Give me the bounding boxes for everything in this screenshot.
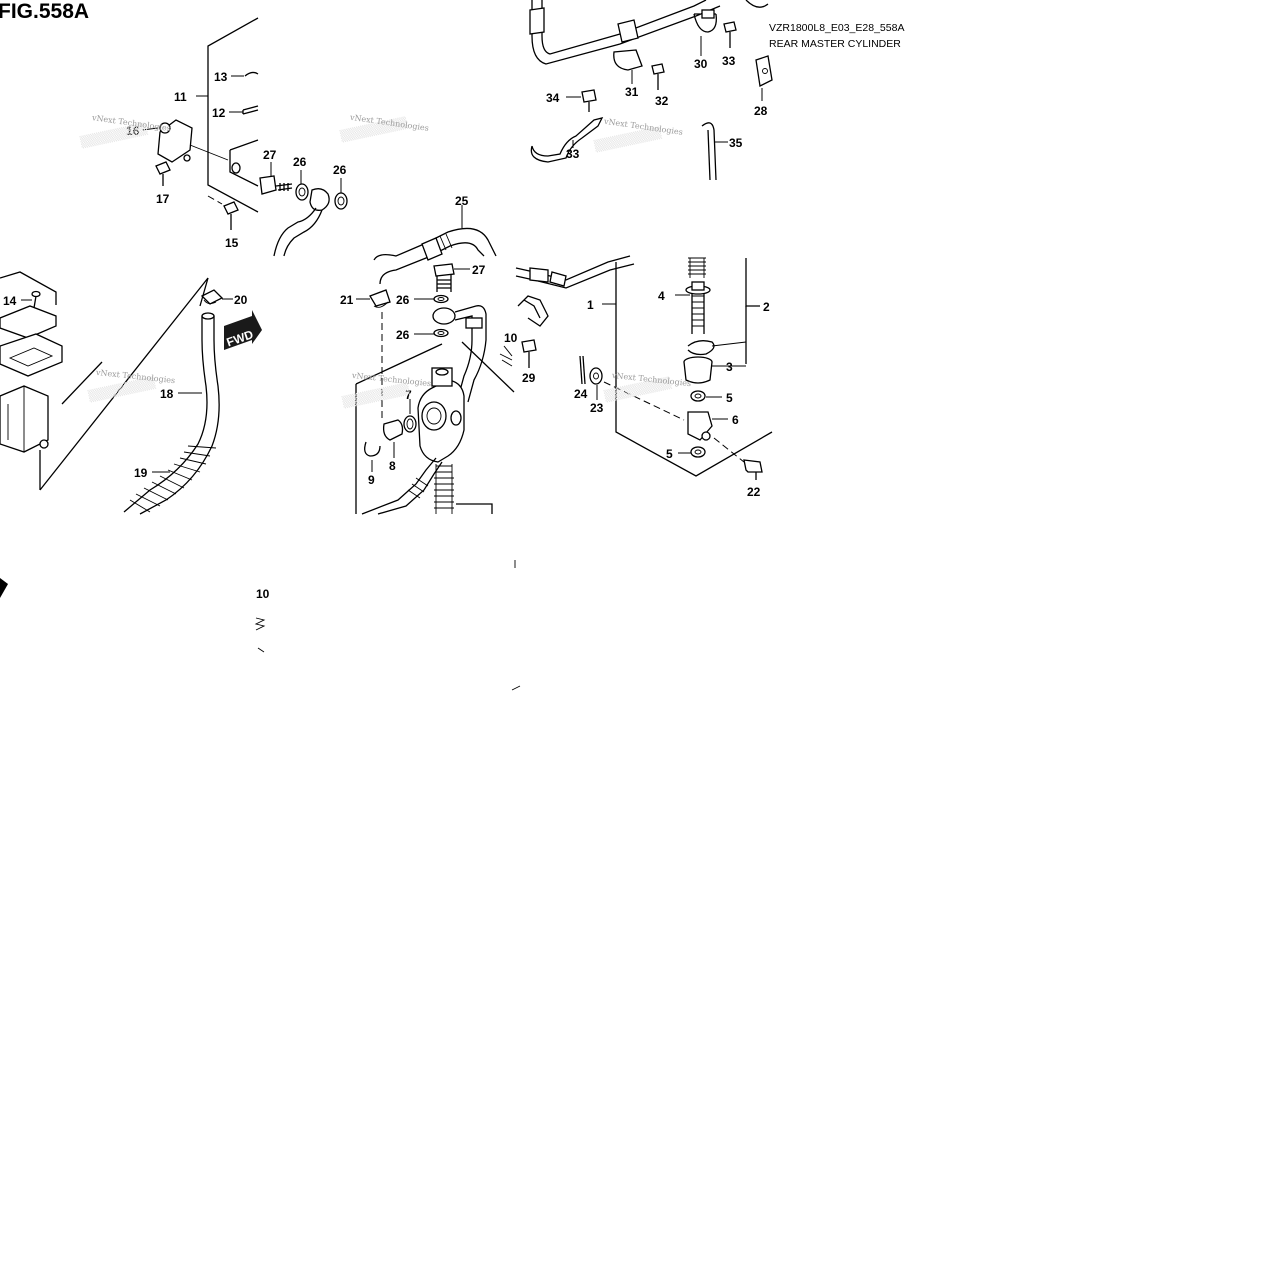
callout-17: 17: [156, 192, 170, 206]
callout-5-bottom: 5: [666, 447, 673, 461]
callout-2: 2: [763, 300, 770, 314]
callout-27-top: 27: [263, 148, 277, 162]
callout-1: 1: [587, 298, 594, 312]
callout-4: 4: [658, 289, 665, 303]
callout-30: 30: [694, 57, 708, 71]
callout-25: 25: [455, 194, 469, 208]
callout-27-center: 27: [472, 263, 486, 277]
svg-text:▒▒▒▒▒▒▒▒: ▒▒▒▒▒▒▒▒: [341, 381, 411, 409]
callout-10-center: 10: [504, 331, 518, 345]
callout-33-bottom: 33: [566, 147, 580, 161]
callout-5-top: 5: [726, 391, 733, 405]
callout-6: 6: [732, 413, 739, 427]
callout-12: 12: [212, 106, 226, 120]
callout-13: 13: [214, 70, 228, 84]
callout-35: 35: [729, 136, 743, 150]
callout-21: 21: [340, 293, 354, 307]
figure-title: FIG.558A: [0, 0, 89, 23]
callout-19: 19: [134, 466, 148, 480]
callout-7: 7: [405, 388, 412, 402]
callout-23: 23: [590, 401, 604, 415]
diagram-code: VZR1800L8_E03_E28_558A: [769, 22, 904, 34]
callout-16: 16: [126, 124, 140, 138]
callout-11: 11: [174, 90, 187, 104]
callout-33-top: 33: [722, 54, 736, 68]
callout-9: 9: [368, 473, 375, 487]
callout-31: 31: [625, 85, 639, 99]
callout-26-center-a: 26: [396, 293, 410, 307]
fwd-direction-arrow: FWD: [224, 310, 262, 350]
callout-29: 29: [522, 371, 536, 385]
stray-fragments: 10: [0, 560, 521, 691]
callout-26-top-a: 26: [293, 155, 307, 169]
callout-22: 22: [747, 485, 761, 499]
callout-26-top-b: 26: [333, 163, 347, 177]
callout-8: 8: [389, 459, 396, 473]
callout-18: 18: [160, 387, 174, 401]
callout-32: 32: [655, 94, 669, 108]
diagram-name: REAR MASTER CYLINDER: [769, 38, 901, 50]
pushrod-assembly-group: [579, 257, 773, 480]
reservoir-mount-group: [141, 17, 348, 257]
callout-24: 24: [574, 387, 588, 401]
reservoir-hose-group: [0, 271, 233, 515]
callout-3: 3: [726, 360, 733, 374]
callout-14: 14: [3, 294, 17, 308]
master-cylinder-group: [355, 205, 635, 515]
hose-routing-group: [529, 0, 773, 181]
callout-20: 20: [234, 293, 248, 307]
callout-26-center-b: 26: [396, 328, 410, 342]
callout-34: 34: [546, 91, 560, 105]
callout-28: 28: [754, 104, 768, 118]
callout-15: 15: [225, 236, 239, 250]
callout-10-fragment: 10: [256, 587, 270, 601]
